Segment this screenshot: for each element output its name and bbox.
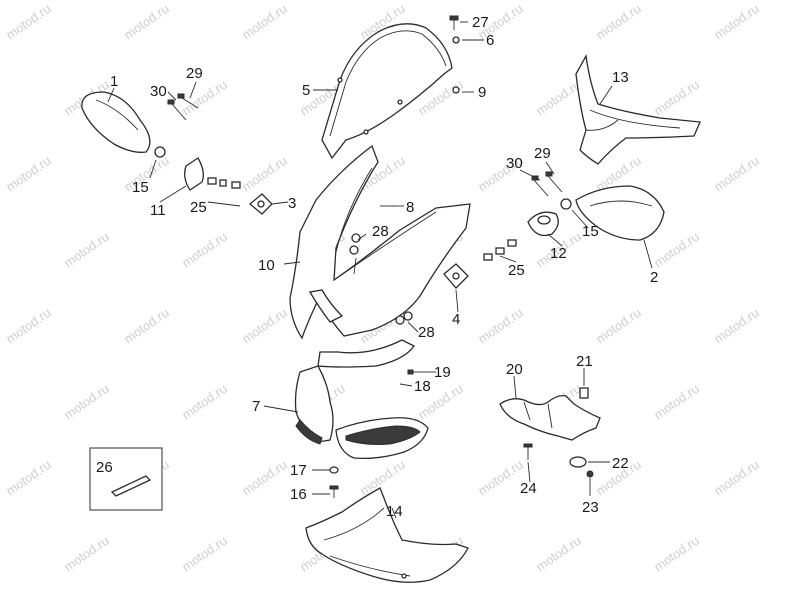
callout-10: 10 (258, 257, 275, 274)
callout-3: 3 (288, 195, 296, 212)
watermark-text: motod.ru (711, 457, 762, 499)
watermark-text: motod.ru (475, 305, 526, 347)
callout-30a: 30 (150, 83, 167, 100)
callout-29b: 29 (534, 145, 551, 162)
watermark-text: motod.ru (61, 229, 112, 271)
callout-28b: 28 (418, 324, 435, 341)
watermark-text: motod.ru (711, 1, 762, 43)
callout-25a: 25 (190, 199, 207, 216)
watermark-text: motod.ru (239, 457, 290, 499)
callout-9: 9 (478, 84, 486, 101)
watermark-text: motod.ru (533, 533, 584, 575)
watermark-text: motod.ru (711, 305, 762, 347)
callout-17: 17 (290, 462, 307, 479)
air-duct-part (294, 365, 334, 445)
callout-26: 26 (96, 459, 113, 476)
callout-15a: 15 (132, 179, 149, 196)
callout-23: 23 (582, 499, 599, 516)
callout-11: 11 (150, 202, 166, 219)
callout-27: 27 (472, 14, 489, 31)
watermark-text: motod.ru (179, 229, 230, 271)
watermark-text: motod.ru (3, 1, 54, 43)
watermark-text: motod.ru (61, 381, 112, 423)
watermark-text: motod.ru (121, 1, 172, 43)
windscreen-part (321, 23, 453, 160)
lower-vent-part (335, 417, 429, 460)
right-mirror-part (575, 185, 665, 241)
watermark-text: motod.ru (593, 305, 644, 347)
callout-18: 18 (414, 378, 431, 395)
callout-28a: 28 (372, 223, 389, 240)
watermark-text: motod.ru (239, 1, 290, 43)
callout-8: 8 (406, 199, 414, 216)
callout-24: 24 (520, 480, 537, 497)
callout-25b: 25 (508, 262, 525, 279)
watermark-text: motod.ru (651, 229, 702, 271)
front-fairing-part (289, 144, 471, 368)
callout-7: 7 (252, 398, 260, 415)
watermark-text: motod.ru (593, 1, 644, 43)
callout-21: 21 (576, 353, 593, 370)
callout-13: 13 (612, 69, 629, 86)
right-mirror-base-part (527, 211, 559, 237)
watermark-text: motod.ru (651, 77, 702, 119)
callout-19: 19 (434, 364, 451, 381)
callout-labels: 1 5 27 6 9 13 29 30 15 11 25 3 8 28 10 4… (96, 14, 658, 520)
adhesive-strip-box (89, 447, 163, 511)
watermark-text: motod.ru (179, 77, 230, 119)
callout-12: 12 (550, 245, 567, 262)
callout-6: 6 (486, 32, 494, 49)
callout-15b: 15 (582, 223, 599, 240)
gasket-left-part (248, 193, 273, 215)
watermark-text: motod.ru (239, 305, 290, 347)
headlight-support-part (499, 394, 601, 441)
callout-1: 1 (110, 73, 118, 90)
watermark-text: motod.ru (651, 381, 702, 423)
callout-20: 20 (506, 361, 523, 378)
callout-4: 4 (452, 311, 460, 328)
callout-2: 2 (650, 269, 658, 286)
callout-16: 16 (290, 486, 307, 503)
callout-29a: 29 (186, 65, 203, 82)
watermark-text: motod.ru (179, 533, 230, 575)
left-mirror-part (81, 91, 151, 153)
watermark-text: motod.ru (179, 381, 230, 423)
gasket-right-part (443, 263, 469, 289)
watermark-text: motod.ru (3, 305, 54, 347)
watermark-text: motod.ru (239, 153, 290, 195)
leader-lines (107, 21, 653, 519)
watermark-text: motod.ru (533, 77, 584, 119)
callout-30b: 30 (506, 155, 523, 172)
fairing-bracket-part (575, 53, 701, 165)
watermark-text: motod.ru (475, 457, 526, 499)
watermark-text: motod.ru (3, 153, 54, 195)
belly-pan-part (305, 487, 469, 583)
watermark-text: motod.ru (121, 305, 172, 347)
callout-22: 22 (612, 455, 629, 472)
watermark-text: motod.ru (357, 457, 408, 499)
watermark-text: motod.ru (61, 533, 112, 575)
callout-14: 14 (386, 503, 403, 520)
left-mirror-base-part (184, 157, 204, 191)
fastener-hardware (154, 15, 594, 498)
callout-5: 5 (302, 82, 310, 99)
watermark-text: motod.ru (711, 153, 762, 195)
watermark-text: motod.ru (651, 533, 702, 575)
watermark-text: motod.ru (3, 457, 54, 499)
